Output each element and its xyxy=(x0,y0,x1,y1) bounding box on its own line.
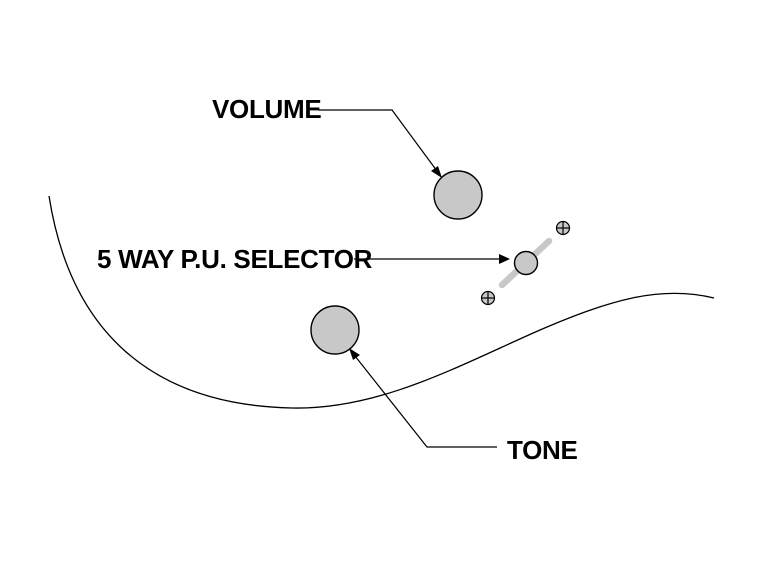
tone-arrow-head xyxy=(349,348,360,360)
pickup-selector-switch-icon[interactable] xyxy=(498,237,553,289)
volume-leader-line xyxy=(318,109,438,172)
screw-top-icon xyxy=(555,220,571,236)
selector-switch-tip xyxy=(513,250,539,276)
screw-bottom-icon xyxy=(480,290,496,306)
body-outline-left-curve xyxy=(48,195,715,409)
volume-label: VOLUME xyxy=(212,94,321,124)
volume-arrow-head xyxy=(431,166,442,178)
selector-label: 5 WAY P.U. SELECTOR xyxy=(97,244,373,274)
tone-label: TONE xyxy=(507,435,578,465)
volume-knob-icon[interactable] xyxy=(433,170,483,220)
selector-arrow-head xyxy=(499,254,510,264)
tone-knob-icon[interactable] xyxy=(310,305,360,355)
tone-leader-line xyxy=(354,355,497,448)
